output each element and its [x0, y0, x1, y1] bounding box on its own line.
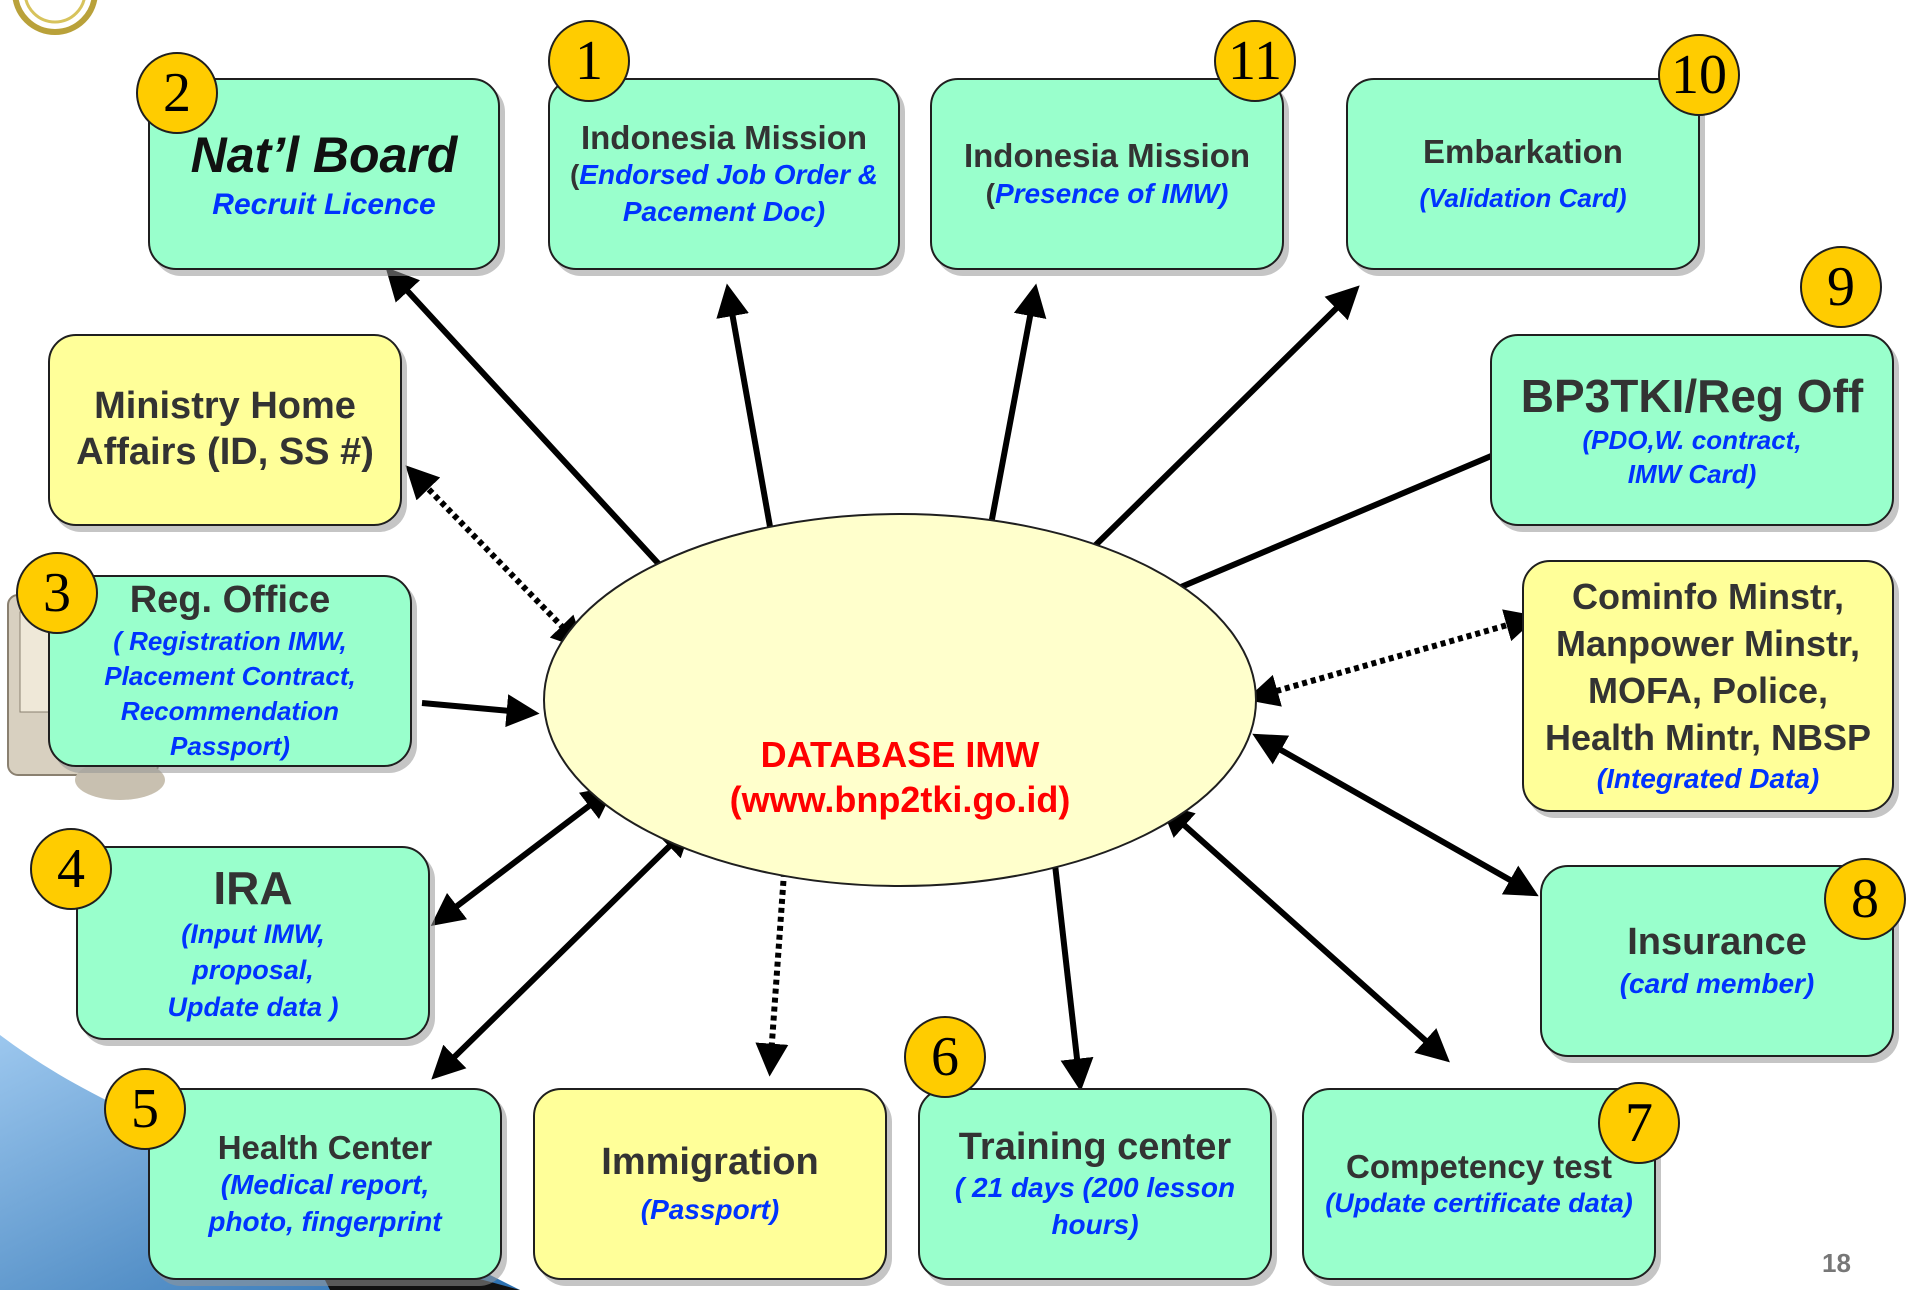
health-center-box: Health Center (Medical report, photo, fi… — [148, 1088, 502, 1280]
logo-icon — [12, 0, 98, 35]
bp3tki-title: BP3TKI/Reg Off — [1520, 369, 1864, 422]
immigration-box: Immigration (Passport) — [533, 1088, 887, 1280]
training-center-sub: ( 21 days (200 lesson hours) — [954, 1172, 1236, 1240]
connector-competency-test — [1160, 803, 1450, 1063]
training-center-box: Training center ( 21 days (200 lesson ho… — [918, 1088, 1272, 1280]
connector-embarkation — [1050, 285, 1360, 590]
badge-3: 3 — [16, 552, 98, 634]
badge-1: 1 — [548, 20, 630, 102]
indo-mission-11-paren: ( — [985, 177, 995, 209]
connector-reg-office — [421, 694, 540, 728]
indo-mission-11-box: Indonesia Mission (Presence of IMW) — [930, 78, 1284, 270]
badge-7: 7 — [1598, 1082, 1680, 1164]
badge-2: 2 — [136, 52, 218, 134]
embarkation-sub: (Validation Card) — [1419, 182, 1627, 213]
embarkation-title: Embarkation — [1423, 133, 1623, 171]
connector-insurance — [1252, 733, 1539, 897]
reg-office-box: Reg. Office ( Registration IMW, Placemen… — [48, 575, 412, 767]
natl-board-box: Nat’l Board Recruit Licence — [148, 78, 500, 270]
badge-8: 8 — [1824, 858, 1906, 940]
competency-test-box: Competency test (Update certificate data… — [1302, 1088, 1656, 1280]
indo-mission-1-paren: ( — [569, 159, 580, 191]
connector-natl-board — [385, 267, 695, 603]
connector-health-center — [431, 823, 693, 1080]
database-title: DATABASE IMW — [760, 734, 1040, 775]
health-center-sub: (Medical report, photo, fingerprint — [208, 1169, 442, 1237]
indo-mission-1-sub: Endorsed Job Order & Pacement Doc) — [579, 159, 879, 227]
cominfo-sub: (Integrated Data) — [1596, 763, 1820, 795]
badge-9: 9 — [1800, 246, 1882, 328]
immigration-title: Immigration — [601, 1141, 819, 1183]
connector-ministry-home — [405, 465, 585, 650]
indo-mission-11-title: Indonesia Mission — [963, 137, 1251, 174]
health-center-title: Health Center — [217, 1128, 433, 1166]
badge-11: 11 — [1214, 20, 1296, 102]
connector-training-center — [1038, 831, 1094, 1092]
connector-immigration — [755, 838, 801, 1077]
ministry-home-title: Ministry Home Affairs (ID, SS #) — [76, 385, 374, 473]
badge-4: 4 — [30, 828, 112, 910]
indo-mission-1-title: Indonesia Mission — [580, 118, 868, 156]
bp3tki-box: BP3TKI/Reg Off (PDO,W. contract, IMW Car… — [1490, 334, 1894, 526]
competency-test-sub: (Update certificate data) — [1325, 1188, 1633, 1219]
ministry-home-box: Ministry Home Affairs (ID, SS #) — [48, 334, 402, 526]
database-label: DATABASE IMW (www.bnp2tki.go.id) — [660, 732, 1140, 822]
embarkation-box: Embarkation (Validation Card) — [1346, 78, 1700, 270]
reg-office-title: Reg. Office — [129, 579, 331, 622]
cominfo-box: Cominfo Minstr, Manpower Minstr, MOFA, P… — [1522, 560, 1894, 812]
indo-mission-11-sub: Presence of IMW) — [994, 177, 1229, 209]
natl-board-sub: Recruit Licence — [212, 187, 436, 221]
connector-bp3tki — [1136, 438, 1529, 608]
reg-office-sub: ( Registration IMW, Placement Contract, … — [104, 625, 356, 761]
database-url: (www.bnp2tki.go.id) — [729, 779, 1071, 820]
badge-5: 5 — [104, 1068, 186, 1150]
ira-title: IRA — [213, 861, 293, 914]
badge-10: 10 — [1658, 34, 1740, 116]
indo-mission-1-box: Indonesia Mission (Endorsed Job Order & … — [548, 78, 900, 270]
bp3tki-sub: (PDO,W. contract, IMW Card) — [1582, 424, 1802, 489]
immigration-sub: (Passport) — [640, 1193, 780, 1225]
insurance-sub: (card member) — [1619, 967, 1815, 999]
training-center-title: Training center — [958, 1125, 1232, 1168]
page-number: 18 — [1822, 1248, 1851, 1278]
cominfo-title: Cominfo Minstr, Manpower Minstr, MOFA, P… — [1544, 576, 1872, 758]
connector-cominfo — [1245, 609, 1539, 707]
connector-ira — [430, 786, 616, 926]
ira-box: IRA (Input IMW, proposal, Update data ) — [76, 846, 430, 1040]
natl-board-title: Nat’l Board — [190, 126, 458, 183]
ira-sub: (Input IMW, proposal, Update data ) — [167, 918, 339, 1022]
badge-6: 6 — [904, 1016, 986, 1098]
insurance-title: Insurance — [1627, 921, 1807, 963]
competency-test-title: Competency test — [1346, 1147, 1612, 1185]
database-ellipse — [543, 513, 1257, 887]
